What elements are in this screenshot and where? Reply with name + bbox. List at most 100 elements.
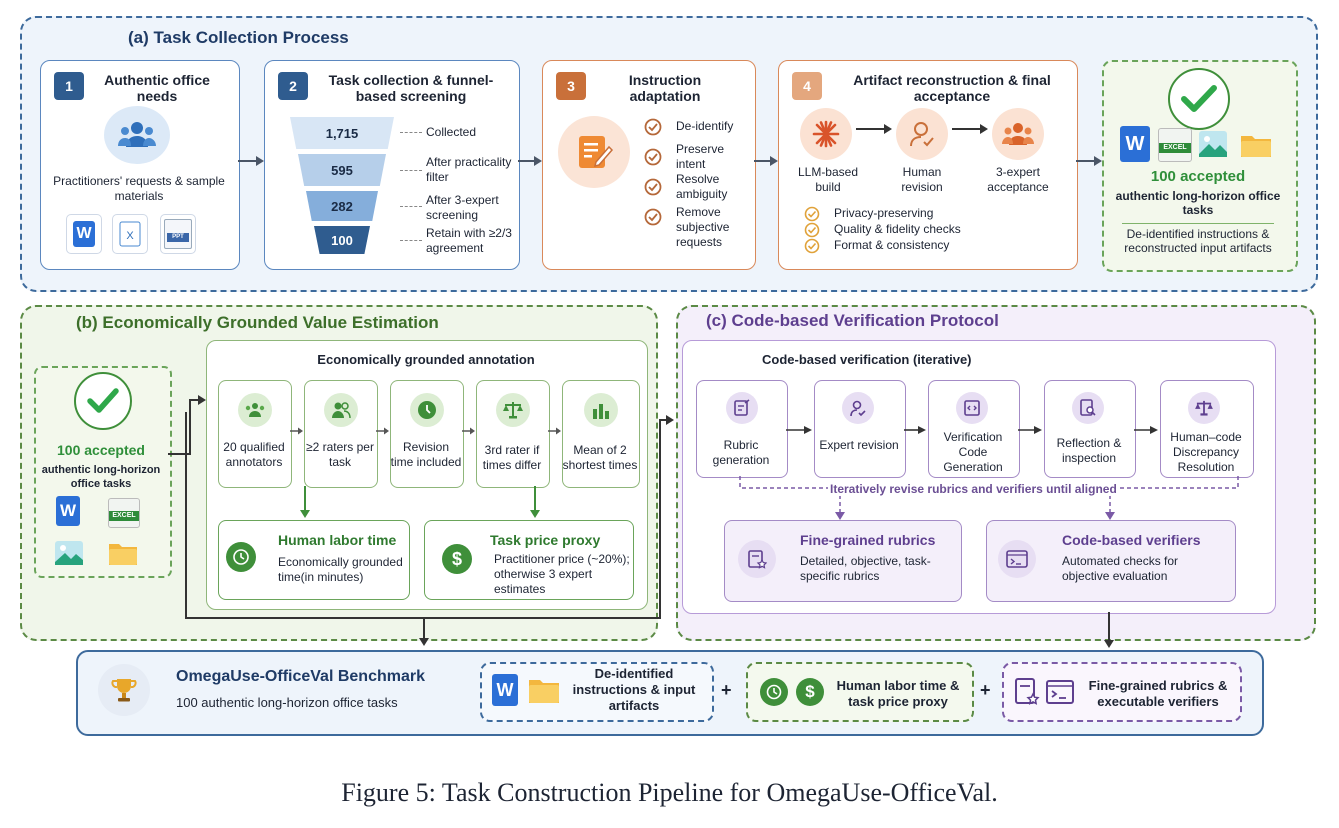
step4-card <box>778 60 1078 270</box>
funnel-level-1: 1,715 <box>290 117 394 149</box>
price-title: Task price proxy <box>490 532 601 548</box>
scale-icon <box>1188 392 1220 424</box>
b-accepted-count: 100 accepted <box>57 442 145 458</box>
funnel-level-4: 100 <box>314 226 370 254</box>
people-icon <box>238 393 272 427</box>
ppt-label: PPT <box>167 233 189 242</box>
stage-expert-acceptance: 3-expert acceptance <box>987 165 1049 194</box>
figure-caption: Figure 5: Task Construction Pipeline for… <box>341 778 998 807</box>
plus-sign: + <box>980 680 991 700</box>
word-icon: W <box>56 496 80 526</box>
clock-icon <box>226 542 256 572</box>
people-icon <box>104 106 170 164</box>
funnel-label-1: Collected <box>426 125 477 139</box>
funnel-connector <box>400 170 422 171</box>
benchmark-item-artifacts <box>480 662 714 722</box>
annotation-step-3: Revision time included <box>390 440 462 469</box>
check-icon <box>644 178 662 201</box>
stage-human-revision: Human revision <box>901 165 943 194</box>
person-check-icon <box>842 392 874 424</box>
accepted-count: 100 accepted <box>1150 168 1246 185</box>
folder-icon <box>528 676 560 709</box>
step4-check-2: Quality & fidelity checks <box>834 222 961 236</box>
excel-icon: EXCEL <box>108 498 140 528</box>
funnel-connector <box>400 206 422 207</box>
benchmark-item2: Human labor time & task price proxy <box>836 678 960 709</box>
annotation-step-1: 20 qualified annotators <box>223 440 285 469</box>
step1-title: Authentic office needs <box>104 72 210 104</box>
check-icon <box>644 148 662 171</box>
step4-number: 4 <box>792 72 822 100</box>
checkmark-icon <box>1168 68 1230 130</box>
benchmark-item-rubrics <box>1002 662 1242 722</box>
clock-icon <box>760 678 788 706</box>
step3-check-1: De-identify <box>676 119 734 133</box>
folder-icon <box>108 540 138 571</box>
accepted-desc: De-identified instructions & reconstruct… <box>1124 227 1272 255</box>
step4-title: Artifact reconstruction & final acceptan… <box>853 72 1051 104</box>
section-b-title: (b) Economically Grounded Value Estimati… <box>76 313 439 332</box>
divider <box>1122 223 1274 224</box>
benchmark-item3: Fine-grained rubrics & executable verifi… <box>1088 678 1228 709</box>
excel-icon-label: EXCEL <box>1159 143 1191 153</box>
word-icon: W <box>492 674 518 706</box>
checkmark-icon <box>74 372 132 430</box>
edit-document-icon <box>558 116 630 188</box>
funnel-label-4: Retain with ≥2/3 agreement <box>426 226 512 255</box>
clock-icon <box>410 393 444 427</box>
step3-check-2: Preserve intent <box>676 142 725 171</box>
excel-icon: EXCEL <box>1158 128 1192 162</box>
benchmark-desc: 100 authentic long-horizon office tasks <box>176 695 398 710</box>
verification-step-4: Reflection & inspection <box>1056 436 1122 465</box>
b-accepted-subtitle: authentic long-horizon office tasks <box>41 464 161 490</box>
image-icon <box>54 540 84 571</box>
step3-check-4: Remove subjective requests <box>676 205 730 249</box>
trophy-icon <box>98 664 150 716</box>
accepted-subtitle: authentic long-horizon office tasks <box>1115 189 1281 217</box>
verification-step-1: Rubric generation <box>712 438 770 467</box>
stage-llm-build: LLM-based build <box>797 165 859 194</box>
folder-icon <box>1240 132 1272 158</box>
image-icon <box>1198 130 1228 158</box>
accepted-tasks-box <box>1102 60 1298 272</box>
check-icon <box>804 206 820 227</box>
step1-desc: Practitioners' requests & sample materia… <box>53 174 225 203</box>
check-icon <box>804 222 820 243</box>
check-icon <box>804 238 820 259</box>
ppt-doc-icon: PPT <box>160 214 196 254</box>
annotation-step-4: 3rd rater if times differ <box>482 443 542 472</box>
excel-icon-label: EXCEL <box>109 511 139 521</box>
verification-title: Code-based verification (iterative) <box>762 352 972 367</box>
check-icon <box>644 118 662 141</box>
verification-step-3: Verification Code Generation <box>943 430 1003 474</box>
labor-title: Human labor time <box>278 532 397 548</box>
rubrics-title: Fine-grained rubrics <box>800 532 936 548</box>
step3-title: Instruction adaptation <box>628 72 702 104</box>
dollar-icon: $ <box>796 678 824 706</box>
step1-number: 1 <box>54 72 84 100</box>
benchmark-item1: De-identified instructions & input artif… <box>572 666 696 713</box>
terminal-icon <box>998 540 1036 578</box>
svg-text:X: X <box>126 230 134 242</box>
plus-sign: + <box>721 680 732 700</box>
person-check-icon <box>896 108 948 160</box>
verifiers-desc: Automated checks for objective evaluatio… <box>1062 554 1179 583</box>
funnel-level-2: 595 <box>298 154 386 186</box>
verifiers-title: Code-based verifiers <box>1062 532 1201 548</box>
code-file-icon <box>956 392 988 424</box>
benchmark-title: OmegaUse-OfficeVal Benchmark <box>176 668 425 685</box>
funnel-connector <box>400 132 422 133</box>
scale-icon <box>496 393 530 427</box>
group-icon <box>992 108 1044 160</box>
verification-step-5: Human–code Discrepancy Resolution <box>1170 430 1242 474</box>
rubric-edit-icon <box>726 392 758 424</box>
funnel-label-2: After practicality filter <box>426 155 512 184</box>
rubric-star-icon <box>1014 677 1040 712</box>
step3-number: 3 <box>556 72 586 100</box>
funnel-level-3: 282 <box>306 191 378 221</box>
funnel-connector <box>400 240 422 241</box>
loop-label: Iteratively revise rubrics and verifiers… <box>828 482 1119 496</box>
labor-desc: Economically grounded time(in minutes) <box>278 555 403 584</box>
section-c-title: (c) Code-based Verification Protocol <box>706 311 999 330</box>
step4-check-1: Privacy-preserving <box>834 206 934 220</box>
